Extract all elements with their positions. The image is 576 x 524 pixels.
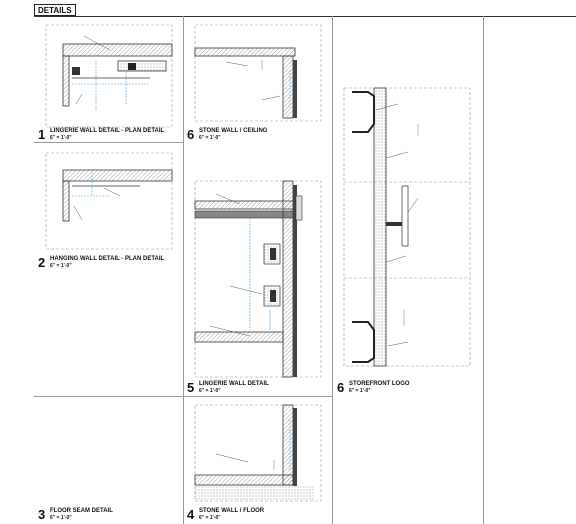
header-rule (34, 16, 576, 17)
detail-4-drawing (194, 404, 322, 502)
detail-name: STONE WALL / FLOOR (199, 508, 265, 514)
detail-scale: 6" = 1'-0" (50, 135, 72, 141)
detail-scale: 6" = 1'-0" (199, 135, 221, 141)
detail-number: 6 (337, 380, 345, 395)
detail-5-drawing (194, 180, 322, 378)
detail-number: 2 (38, 255, 46, 270)
detail-name: HANGING WALL DETAIL - PLAN DETAIL (50, 256, 165, 262)
sheet-header: DETAILS (34, 4, 76, 16)
grid-line (332, 16, 333, 524)
detail-number: 6 (187, 127, 195, 142)
detail-2-drawing (45, 152, 173, 250)
detail-number: 5 (187, 380, 195, 395)
detail-number: 1 (38, 127, 46, 142)
grid-line (483, 16, 484, 524)
detail-name: STOREFRONT LOGO (349, 381, 410, 387)
detail-6b-drawing (343, 87, 471, 367)
detail-6a-drawing (194, 24, 322, 122)
detail-name: LINGERIE WALL DETAIL - PLAN DETAIL (50, 128, 165, 134)
detail-number: 3 (38, 507, 46, 522)
detail-name: LINGERIE WALL DETAIL (199, 381, 269, 387)
detail-scale: 6" = 1'-0" (199, 388, 221, 394)
detail-1-drawing (45, 24, 173, 128)
detail-number: 4 (187, 507, 195, 522)
grid-line (183, 16, 184, 524)
detail-scale: 6" = 1'-0" (50, 515, 72, 521)
detail-scale: 6" = 1'-0" (50, 263, 72, 269)
detail-name: FLOOR SEAM DETAIL (50, 508, 113, 514)
detail-scale: 6" = 1'-0" (199, 515, 221, 521)
grid-line (34, 142, 183, 143)
detail-name: STONE WALL / CEILING (199, 128, 268, 134)
detail-scale: 6" = 1'-0" (349, 388, 371, 394)
